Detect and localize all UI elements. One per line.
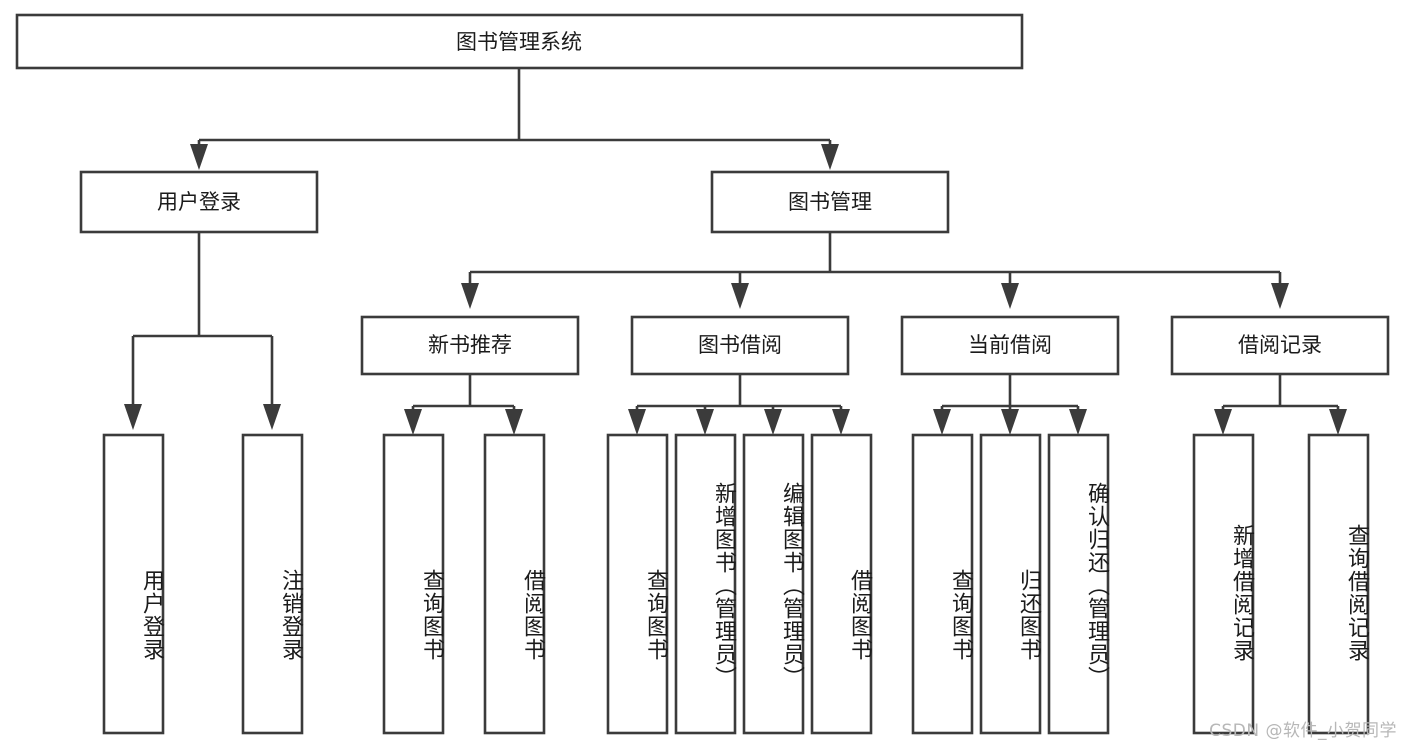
- leaf-box-nb-query-book[interactable]: [382, 433, 445, 735]
- leaf-box-cb-confirm-return[interactable]: [1047, 433, 1110, 735]
- arrowhead-cb-leaf2-icon: [1001, 409, 1019, 435]
- node-book-manage-label: 图书管理: [788, 190, 872, 214]
- leaf-box-nb-borrow-book[interactable]: [483, 433, 546, 735]
- leaf-box-cb-return-book[interactable]: [979, 433, 1042, 735]
- node-root-box[interactable]: [15, 13, 1024, 70]
- arrowhead-cb-leaf1-icon: [933, 409, 951, 435]
- node-current-borrow-box[interactable]: [900, 315, 1120, 376]
- arrowhead-br-leaf1-icon: [1214, 409, 1232, 435]
- arrowhead-current-borrow-icon: [1001, 283, 1019, 309]
- arrowhead-nb-leaf1-icon: [404, 409, 422, 435]
- node-book-manage-box[interactable]: [710, 170, 950, 234]
- arrowhead-bb-leaf2-icon: [696, 409, 714, 435]
- node-new-book-recommend-label: 新书推荐: [428, 333, 512, 357]
- arrowhead-cb-leaf3-icon: [1069, 409, 1087, 435]
- arrowhead-bb-leaf4-icon: [832, 409, 850, 435]
- arrowhead-book-borrow-icon: [731, 283, 749, 309]
- leaf-box-bb-add-book[interactable]: [674, 433, 737, 735]
- node-borrow-record-box[interactable]: [1170, 315, 1390, 376]
- arrowhead-book-manage-icon: [821, 144, 839, 170]
- leaf-box-user-login[interactable]: [102, 433, 165, 735]
- arrowhead-user-login-icon: [190, 144, 208, 170]
- arrowhead-bb-leaf1-icon: [628, 409, 646, 435]
- leaf-box-bb-query-book[interactable]: [606, 433, 669, 735]
- node-new-book-recommend-box[interactable]: [360, 315, 580, 376]
- leaf-box-bb-borrow-book[interactable]: [810, 433, 873, 735]
- node-borrow-record-label: 借阅记录: [1238, 333, 1322, 357]
- arrowhead-br-leaf2-icon: [1329, 409, 1347, 435]
- csdn-watermark: CSDN @软件_小贺同学: [1209, 721, 1397, 741]
- arrowhead-bb-leaf3-icon: [764, 409, 782, 435]
- leaf-box-logout[interactable]: [241, 433, 304, 735]
- arrowhead-leaf-user-login-icon: [124, 404, 142, 430]
- node-current-borrow-label: 当前借阅: [968, 333, 1052, 357]
- node-book-borrow-label: 图书借阅: [698, 333, 782, 357]
- arrowhead-borrow-record-icon: [1271, 283, 1289, 309]
- leaf-box-bb-edit-book[interactable]: [742, 433, 805, 735]
- node-root-label: 图书管理系统: [456, 30, 582, 54]
- node-book-borrow-box[interactable]: [630, 315, 850, 376]
- node-user-login-label: 用户登录: [157, 190, 241, 214]
- leaf-box-cb-query-book[interactable]: [911, 433, 974, 735]
- leaf-box-br-query-record[interactable]: [1307, 433, 1370, 735]
- arrowhead-nb-leaf2-icon: [505, 409, 523, 435]
- leaf-box-br-add-record[interactable]: [1192, 433, 1255, 735]
- arrowhead-leaf-logout-icon: [263, 404, 281, 430]
- arrowhead-new-book-icon: [461, 283, 479, 309]
